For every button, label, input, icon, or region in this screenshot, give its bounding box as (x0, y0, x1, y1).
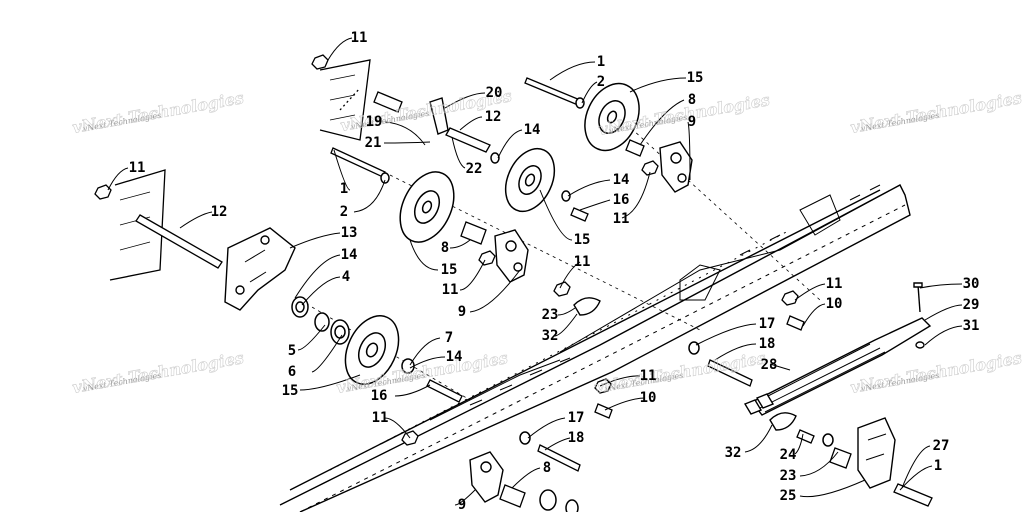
callout-32: 32 (541, 328, 559, 344)
callout-31: 31 (962, 318, 980, 334)
callout-14: 14 (445, 349, 463, 365)
callout-5: 5 (287, 343, 297, 359)
callout-1: 1 (339, 181, 349, 197)
callout-11: 11 (825, 276, 843, 292)
callout-12: 12 (210, 204, 228, 220)
callout-9: 9 (687, 114, 697, 130)
callout-18: 18 (567, 430, 585, 446)
callout-11: 11 (371, 410, 389, 426)
callout-30: 30 (962, 276, 980, 292)
callout-9: 9 (457, 304, 467, 320)
callout-28: 28 (760, 357, 778, 373)
callout-24: 24 (779, 447, 797, 463)
callout-15: 15 (573, 232, 591, 248)
nuts (94, 54, 805, 446)
callout-21: 21 (364, 135, 382, 151)
upper-rail (319, 59, 371, 141)
callout-10: 10 (825, 296, 843, 312)
wheel-top-right (584, 82, 640, 152)
callout-11: 11 (612, 211, 630, 227)
callout-22: 22 (465, 161, 483, 177)
callout-12: 12 (484, 109, 502, 125)
callout-8: 8 (542, 460, 552, 476)
callout-17: 17 (567, 410, 585, 426)
callout-16: 16 (370, 388, 388, 404)
callout-6: 6 (287, 364, 297, 380)
callout-1: 1 (596, 54, 606, 70)
callout-25: 25 (779, 488, 797, 504)
callout-32: 32 (724, 445, 742, 461)
callout-11: 11 (350, 30, 368, 46)
callout-20: 20 (485, 85, 503, 101)
callout-14: 14 (612, 172, 630, 188)
callout-15: 15 (686, 70, 704, 86)
callout-14: 14 (340, 247, 358, 263)
rail-slots (319, 184, 881, 486)
callout-16: 16 (612, 192, 630, 208)
callout-11: 11 (441, 282, 459, 298)
frame-rail (279, 184, 911, 512)
left-rail (109, 169, 166, 281)
callout-29: 29 (962, 297, 980, 313)
callout-9: 9 (457, 497, 467, 513)
callout-27: 27 (932, 438, 950, 454)
callout-8: 8 (687, 92, 697, 108)
spring-arm (743, 282, 932, 416)
wheel-middle (399, 171, 455, 243)
callout-13: 13 (340, 225, 358, 241)
callout-8: 8 (440, 240, 450, 256)
brackets (224, 97, 896, 503)
callout-18: 18 (758, 336, 776, 352)
callout-15: 15 (281, 383, 299, 399)
callout-1: 1 (933, 458, 943, 474)
callout-11: 11 (128, 160, 146, 176)
callout-19: 19 (365, 114, 383, 130)
wheel-top-center (504, 147, 556, 213)
callout-23: 23 (541, 307, 559, 323)
callout-17: 17 (758, 316, 776, 332)
callout-2: 2 (339, 204, 349, 220)
callout-7: 7 (444, 330, 454, 346)
callout-11: 11 (639, 368, 657, 384)
callout-4: 4 (341, 269, 351, 285)
wheel-lower-left (344, 315, 400, 385)
callout-14: 14 (523, 122, 541, 138)
leader-lines (107, 37, 963, 506)
callout-11: 11 (573, 254, 591, 270)
callout-15: 15 (440, 262, 458, 278)
callout-10: 10 (639, 390, 657, 406)
callout-2: 2 (596, 74, 606, 90)
callout-23: 23 (779, 468, 797, 484)
axles (135, 77, 933, 508)
